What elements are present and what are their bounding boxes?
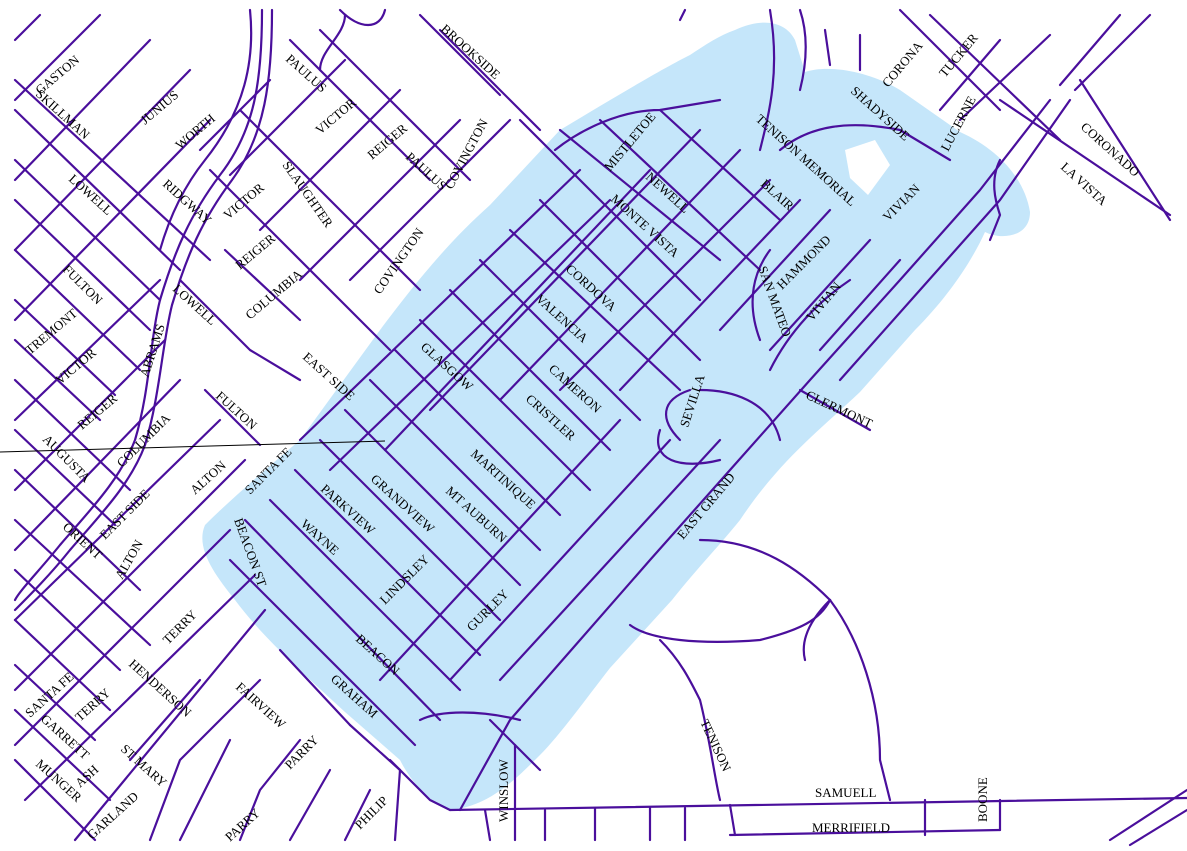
street-network: [0, 8, 1187, 847]
label-alton-1: ALTON: [187, 457, 229, 497]
label-worth: WORTH: [172, 111, 218, 153]
label-reiger-1: REIGER: [364, 120, 410, 162]
label-skillman: SKILLMAN: [33, 86, 93, 142]
label-philip: PHILIP: [352, 793, 391, 832]
label-fulton-2: FULTON: [213, 388, 261, 433]
label-tucker: TUCKER: [936, 30, 981, 80]
label-victor-1: VICTOR: [312, 95, 359, 138]
label-brookside: BROOKSIDE: [438, 21, 503, 82]
label-terry-1: TERRY: [160, 606, 201, 647]
label-junius: JUNIUS: [137, 87, 181, 127]
label-samuell: SAMUELL: [815, 785, 876, 800]
label-winslow: WINSLOW: [496, 758, 511, 822]
label-fairview: FAIRVIEW: [233, 679, 289, 732]
label-parry-1: PARRY: [222, 805, 263, 844]
zone-gap: [845, 140, 890, 195]
label-slaughter: SLAUGHTER: [280, 158, 337, 230]
label-victor-3: VICTOR: [52, 345, 99, 388]
label-reiger-2: REIGER: [232, 230, 278, 272]
label-tenison: TENISON: [697, 717, 734, 774]
highlight-zone: [202, 22, 1030, 811]
label-reiger-3: REIGER: [74, 390, 120, 432]
label-merrifield: MERRIFIELD: [812, 820, 890, 835]
label-corona: CORONA: [879, 38, 926, 90]
label-st-mary: ST MARY: [118, 741, 170, 790]
label-henderson: HENDERSON: [126, 656, 195, 720]
label-garland: GARLAND: [84, 789, 141, 843]
label-augusta: AUGUSTA: [40, 432, 94, 486]
label-tremont: TREMONT: [22, 305, 80, 357]
label-la-vista: LA VISTA: [1058, 159, 1111, 209]
label-covington-1: COVINGTON: [441, 116, 491, 192]
label-orient: ORIENT: [60, 519, 105, 562]
label-parry-2: PARRY: [282, 732, 322, 772]
label-lowell-2: LOWELL: [170, 281, 220, 328]
label-lowell-1: LOWELL: [66, 171, 116, 218]
label-boone: BOONE: [975, 777, 990, 822]
